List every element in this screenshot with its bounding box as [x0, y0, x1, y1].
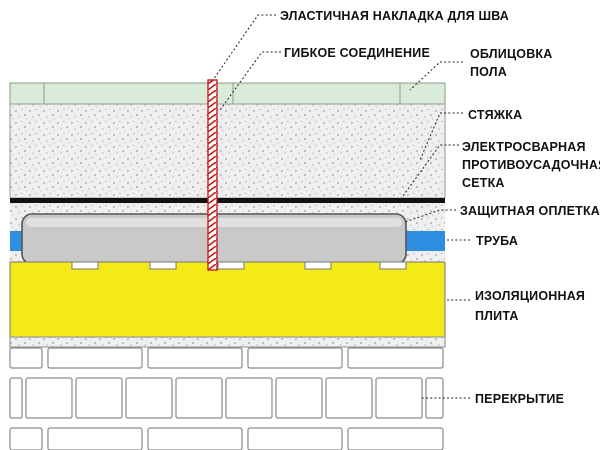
- pipe: [10, 213, 445, 265]
- flexible-joint: [207, 79, 218, 271]
- label-seam-overlay: ЭЛАСТИЧНАЯ НАКЛАДКА ДЛЯ ШВА: [280, 9, 509, 23]
- floor-finish-layer: [9, 82, 446, 105]
- label-mesh-2: ПРОТИВОУСАДОЧНАЯ: [462, 158, 600, 172]
- label-mesh-3: СЕТКА: [462, 176, 505, 190]
- label-slab: ПЕРЕКРЫТИЕ: [475, 392, 564, 406]
- labels: ЭЛАСТИЧНАЯ НАКЛАДКА ДЛЯ ШВА ГИБКОЕ СОЕДИ…: [280, 9, 600, 406]
- label-insulation-1: ИЗОЛЯЦИОННАЯ: [475, 289, 585, 303]
- label-insulation-2: ПЛИТА: [475, 309, 519, 323]
- slab-layer: [9, 336, 446, 450]
- label-protective-sleeve: ЗАЩИТНАЯ ОПЛЕТКА: [460, 204, 600, 218]
- label-pipe: ТРУБА: [476, 234, 518, 248]
- label-floor-finish-2: ПОЛА: [470, 65, 507, 79]
- label-screed: СТЯЖКА: [468, 108, 522, 122]
- label-flexible-joint: ГИБКОЕ СОЕДИНЕНИЕ: [284, 46, 430, 60]
- insulation-layer: [9, 261, 446, 338]
- screed-layer: [9, 103, 446, 199]
- label-mesh-1: ЭЛЕКТРОСВАРНАЯ: [462, 140, 586, 154]
- leader-lines: [212, 14, 470, 399]
- label-floor-finish-1: ОБЛИЦОВКА: [470, 47, 553, 61]
